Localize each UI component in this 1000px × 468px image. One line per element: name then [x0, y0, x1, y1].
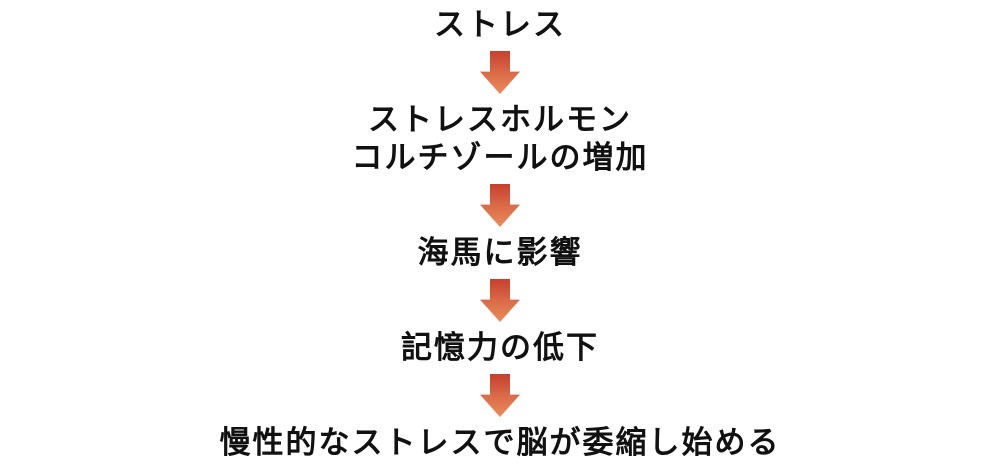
arrow-down-icon [480, 184, 520, 227]
flow-step-memory-decline: 記憶力の低下 [401, 330, 599, 365]
flow-step-cortisol-increase: ストレスホルモン コルチゾールの増加 [351, 102, 649, 175]
arrow-down-icon [480, 279, 520, 322]
arrow-down-icon [480, 374, 520, 417]
flow-step-stress: ストレス [434, 7, 566, 42]
arrow-down-icon [480, 51, 520, 94]
flow-step-brain-atrophy: 慢性的なストレスで脳が委縮し始める [219, 425, 781, 460]
flow-step-hippocampus-effect: 海馬に影響 [417, 235, 583, 270]
